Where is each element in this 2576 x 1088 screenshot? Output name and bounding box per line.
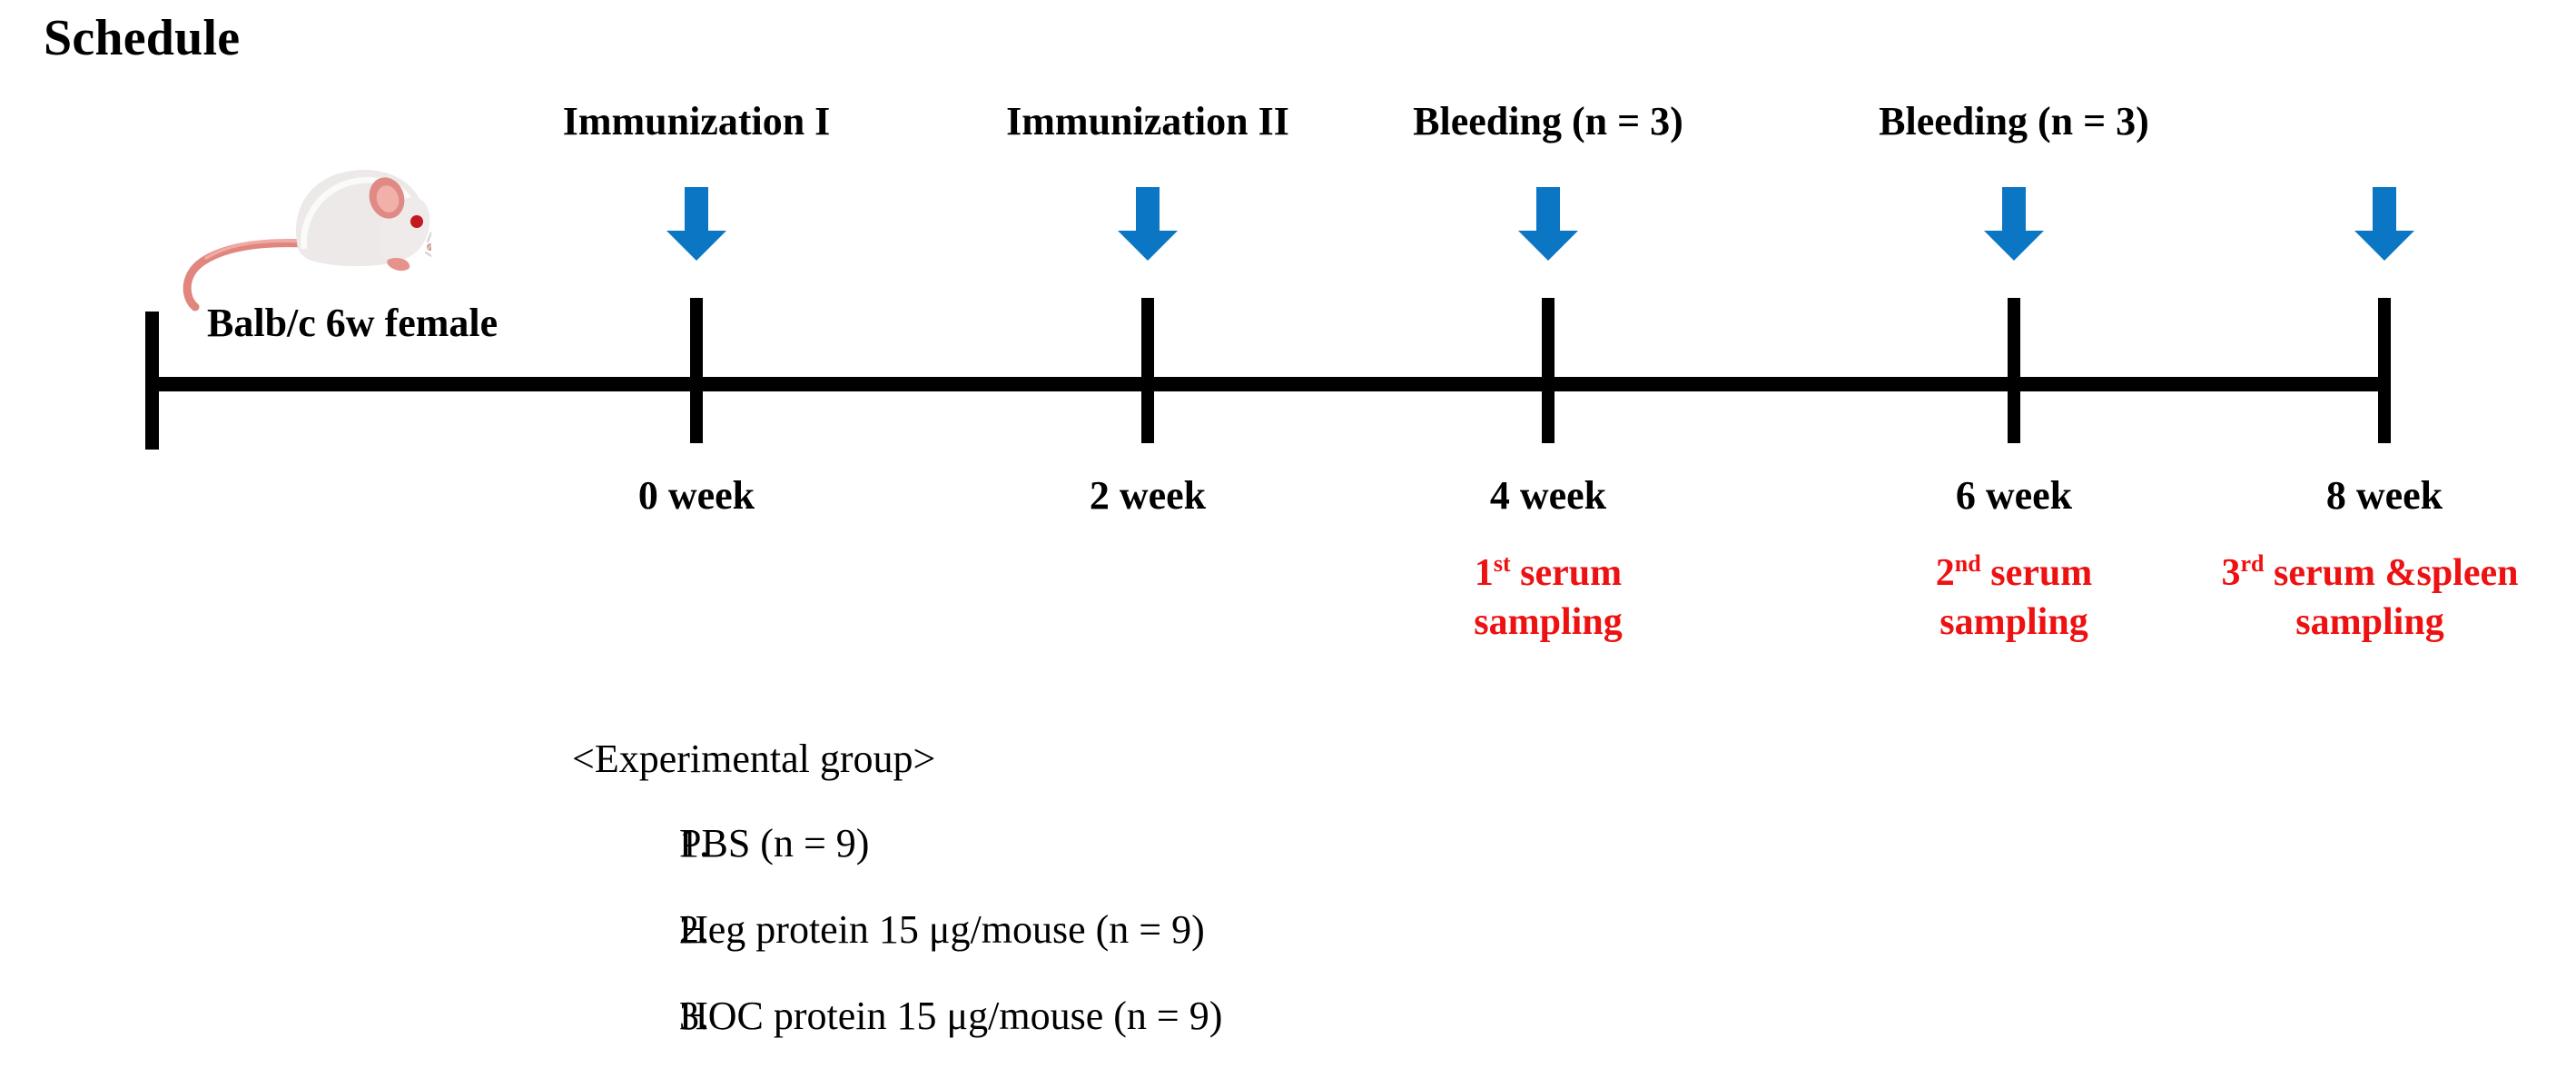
timeline-axis bbox=[152, 377, 2391, 391]
sampling-note-terminal: 3rd serum &spleen sampling bbox=[2221, 549, 2518, 648]
arrow-down-icon-bleeding-1 bbox=[1516, 187, 1580, 262]
arrow-down-icon-bleeding-2 bbox=[1982, 187, 2046, 262]
list-item-text: Heg protein 15 μg/mouse (n = 9) bbox=[679, 907, 1205, 952]
week-label-immunization-1: 0 week bbox=[637, 473, 755, 518]
week-label-bleeding-1: 4 week bbox=[1489, 473, 1607, 518]
page-title: Schedule bbox=[44, 10, 241, 66]
event-label-immunization-2: Immunization II bbox=[1006, 99, 1289, 143]
note-ordinal-2: 2 bbox=[1935, 552, 1955, 594]
list-item: 2. Heg protein 15 μg/mouse (n = 9) bbox=[572, 906, 1222, 953]
strain-label: Balb/c 6w female bbox=[207, 301, 498, 345]
event-label-immunization-1: Immunization I bbox=[562, 99, 831, 143]
note-ordinal-suffix-2: nd bbox=[1954, 550, 1981, 577]
experimental-group-block: <Experimental group> 1. PBS (n = 9) 2. H… bbox=[572, 736, 1222, 1079]
timeline-tick-terminal-sampling bbox=[2378, 298, 2391, 443]
timeline-start-tick bbox=[145, 312, 159, 450]
arrow-down-icon-terminal-sampling bbox=[2353, 187, 2416, 262]
note-line-1a: serum bbox=[1510, 552, 1623, 594]
week-label-terminal-sampling: 8 week bbox=[2325, 473, 2443, 518]
note-ordinal-suffix-1: st bbox=[1493, 550, 1511, 577]
list-item: 1. PBS (n = 9) bbox=[572, 820, 1222, 866]
list-item-text: HOC protein 15 μg/mouse (n = 9) bbox=[679, 994, 1223, 1038]
list-item-index: 1. bbox=[679, 821, 709, 865]
note-line-3a: serum &spleen bbox=[2264, 552, 2519, 594]
list-item-text: PBS (n = 9) bbox=[679, 821, 870, 865]
note-ordinal-1: 1 bbox=[1474, 552, 1494, 594]
timeline-tick-bleeding-2 bbox=[2008, 298, 2020, 443]
note-line-1b: sampling bbox=[1474, 600, 1623, 643]
note-ordinal-suffix-3: rd bbox=[2240, 550, 2265, 577]
timeline-tick-bleeding-1 bbox=[1542, 298, 1554, 443]
list-item-index: 3. bbox=[679, 994, 709, 1038]
list-item-index: 2. bbox=[679, 907, 709, 952]
timeline-tick-immunization-2 bbox=[1141, 298, 1154, 443]
experimental-group-list: 1. PBS (n = 9) 2. Heg protein 15 μg/mous… bbox=[572, 820, 1222, 1039]
sampling-note-bleeding-1: 1st serum sampling bbox=[1474, 549, 1622, 648]
arrow-down-icon-immunization-1 bbox=[665, 187, 728, 262]
sampling-note-bleeding-2: 2nd serum sampling bbox=[1936, 549, 2092, 648]
event-label-bleeding-2: Bleeding (n = 3) bbox=[1879, 99, 2149, 143]
note-ordinal-3: 3 bbox=[2221, 552, 2241, 594]
experimental-group-heading: <Experimental group> bbox=[572, 737, 936, 781]
mouse-illustration bbox=[159, 134, 434, 316]
event-label-bleeding-1: Bleeding (n = 3) bbox=[1413, 99, 1683, 143]
week-label-bleeding-2: 6 week bbox=[1955, 473, 2073, 518]
arrow-down-icon-immunization-2 bbox=[1116, 187, 1179, 262]
timeline-tick-immunization-1 bbox=[690, 298, 703, 443]
note-line-2a: serum bbox=[1980, 552, 2093, 594]
note-line-3b: sampling bbox=[2295, 600, 2444, 643]
note-line-2b: sampling bbox=[1939, 600, 2088, 643]
week-label-immunization-2: 2 week bbox=[1089, 473, 1207, 518]
list-item: 3. HOC protein 15 μg/mouse (n = 9) bbox=[572, 993, 1222, 1039]
